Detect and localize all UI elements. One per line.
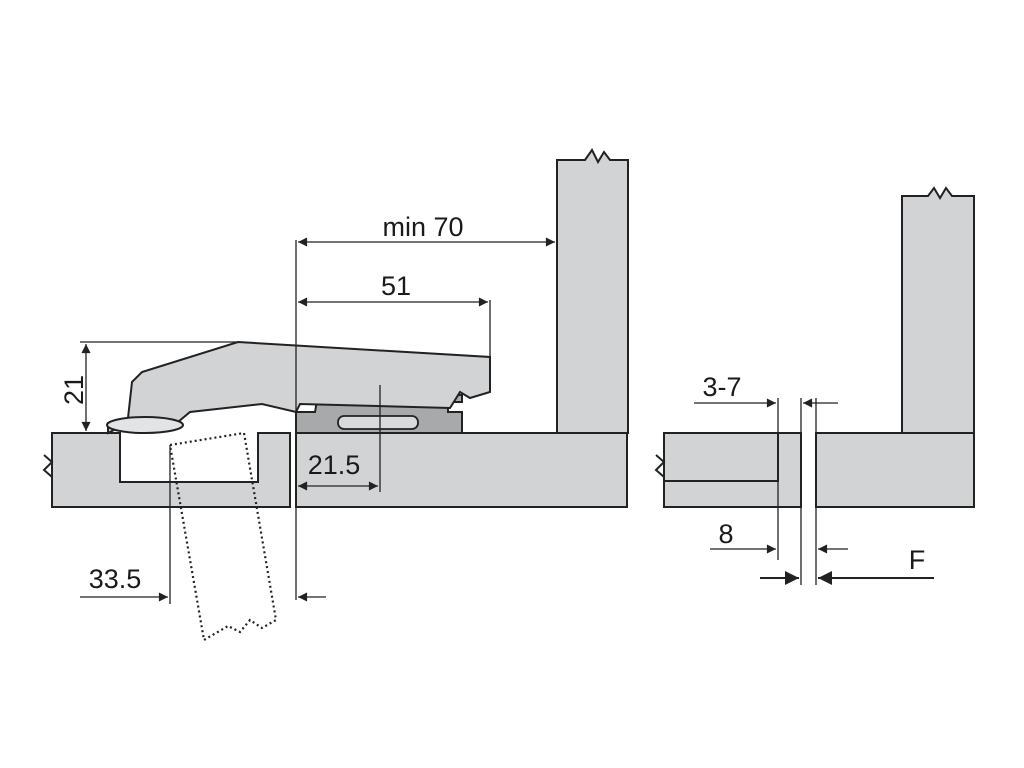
label-height: 21 — [59, 375, 89, 405]
right-dimensions: 3-7 8 F — [694, 372, 934, 585]
hinge-cup-cap — [106, 416, 184, 434]
door-panel — [42, 432, 291, 508]
left-dimensions: min 70 51 21 21.5 33.5 — [59, 212, 555, 604]
cabinet-side-panel — [556, 148, 629, 434]
label-f: F — [909, 545, 926, 575]
label-plate-offset: 21.5 — [308, 450, 361, 480]
right-assembly — [654, 186, 975, 508]
hinge-arm — [107, 340, 491, 435]
right-cabinet-bottom — [815, 432, 975, 508]
label-overlay: min 70 — [382, 212, 463, 242]
right-cabinet-side — [901, 186, 975, 434]
cabinet-bottom-panel — [295, 432, 628, 508]
break-mark — [42, 454, 54, 478]
label-arm-length: 51 — [381, 271, 411, 301]
open-door-outline — [168, 431, 278, 642]
right-break-mark — [654, 454, 666, 478]
left-assembly — [42, 148, 629, 642]
label-gap: 3-7 — [702, 372, 741, 402]
label-cup-offset: 33.5 — [89, 564, 142, 594]
right-door-panel — [654, 432, 802, 508]
label-door-thickness: 8 — [718, 519, 733, 549]
plate-slot — [337, 415, 419, 430]
